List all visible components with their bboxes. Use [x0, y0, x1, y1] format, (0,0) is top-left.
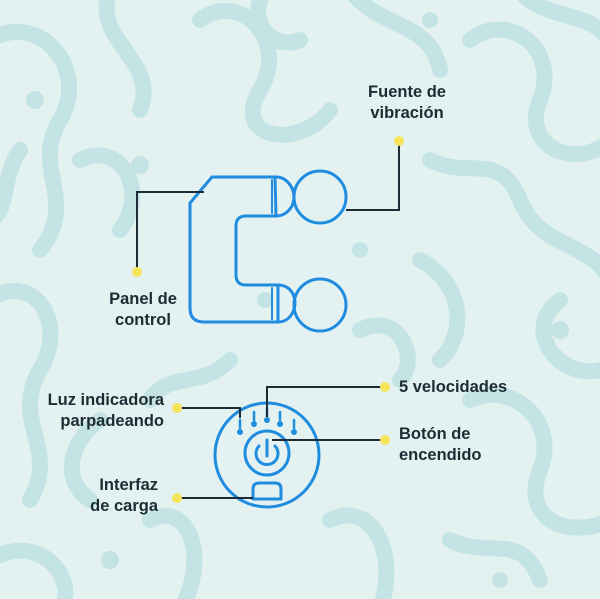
upper-vibration-head — [292, 169, 348, 225]
label-vibration-source: Fuente de vibración — [346, 82, 468, 124]
marker-speeds — [380, 382, 390, 392]
massager-body-outline — [188, 175, 280, 324]
marker-control-panel — [132, 267, 142, 277]
label-charging-port-line2: de carga — [90, 497, 158, 515]
marker-vibration-source — [394, 136, 404, 146]
marker-power-button — [380, 435, 390, 445]
lower-head-neck — [276, 283, 297, 324]
charging-port-shape — [251, 481, 283, 501]
label-indicator-light-line1: Luz indicadora — [47, 391, 164, 409]
label-control-panel-line1: Panel de — [109, 290, 177, 308]
label-vibration-source-line1: Fuente de — [368, 83, 446, 101]
label-indicator-light: Luz indicadora parpadeando — [20, 390, 164, 432]
leader-speeds — [266, 386, 385, 417]
label-charging-port-line1: Interfaz — [99, 476, 158, 494]
label-charging-port: Interfaz de carga — [40, 475, 158, 517]
leader-indicator-light — [177, 407, 241, 418]
massager-device — [188, 169, 348, 333]
label-speeds: 5 velocidades — [399, 377, 507, 398]
background-dots — [26, 12, 569, 588]
upper-head-neck — [274, 175, 296, 218]
marker-dots — [132, 136, 404, 503]
leader-control-panel — [136, 191, 204, 272]
label-indicator-light-line2: parpadeando — [60, 412, 164, 430]
lower-vibration-head — [292, 277, 348, 333]
power-icon — [254, 444, 280, 466]
label-control-panel-line2: control — [115, 311, 171, 329]
label-speeds-line1: 5 velocidades — [399, 378, 508, 396]
label-power-button-line2: encendido — [399, 446, 482, 464]
leader-lines — [136, 141, 400, 499]
label-control-panel: Panel de control — [88, 289, 198, 331]
label-power-button-line1: Botón de — [399, 425, 471, 443]
power-button-ring — [243, 429, 291, 477]
marker-charging-port — [172, 493, 182, 503]
label-power-button: Botón de encendido — [399, 424, 482, 466]
leader-vibration-source — [346, 141, 400, 211]
label-vibration-source-line2: vibración — [370, 104, 444, 122]
marker-indicator-light — [172, 403, 182, 413]
